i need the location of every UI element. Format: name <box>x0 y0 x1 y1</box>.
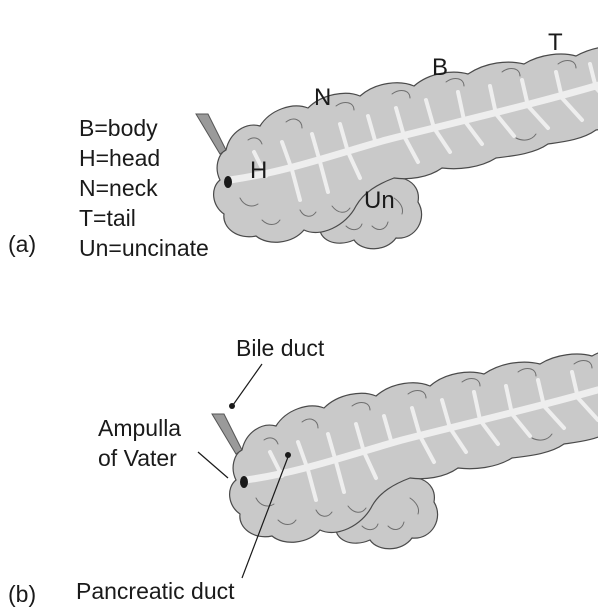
legend-item-head: H=head <box>79 145 160 171</box>
callout-ampulla-line1: Ampulla <box>98 415 181 441</box>
leader-bile-duct <box>233 364 262 405</box>
pancreas-illustration-a <box>196 34 598 249</box>
panel-label-a: (a) <box>8 231 36 257</box>
legend-item-body: B=body <box>79 115 158 141</box>
callout-bile-duct: Bile duct <box>236 335 325 361</box>
callout-pancreatic-duct: Pancreatic duct <box>76 578 235 604</box>
label-uncinate: Un <box>364 187 395 214</box>
panel-a: H N B T Un B=body H=head N=neck T=tail U… <box>8 29 598 261</box>
label-neck: N <box>314 84 331 111</box>
label-body: B <box>432 54 448 81</box>
panel-label-b: (b) <box>8 581 36 607</box>
legend-item-tail: T=tail <box>79 205 136 231</box>
leader-ampulla <box>198 452 228 478</box>
callout-ampulla-line2: of Vater <box>98 445 177 471</box>
panel-b: Bile duct Ampulla of Vater Pancreatic du… <box>8 334 598 607</box>
legend-item-neck: N=neck <box>79 175 158 201</box>
legend-item-uncinate: Un=uncinate <box>79 235 209 261</box>
label-head: H <box>250 157 267 184</box>
pancreas-illustration-b <box>212 334 598 549</box>
region-legend: B=body H=head N=neck T=tail Un=uncinate <box>79 115 209 261</box>
label-tail: T <box>548 29 563 56</box>
